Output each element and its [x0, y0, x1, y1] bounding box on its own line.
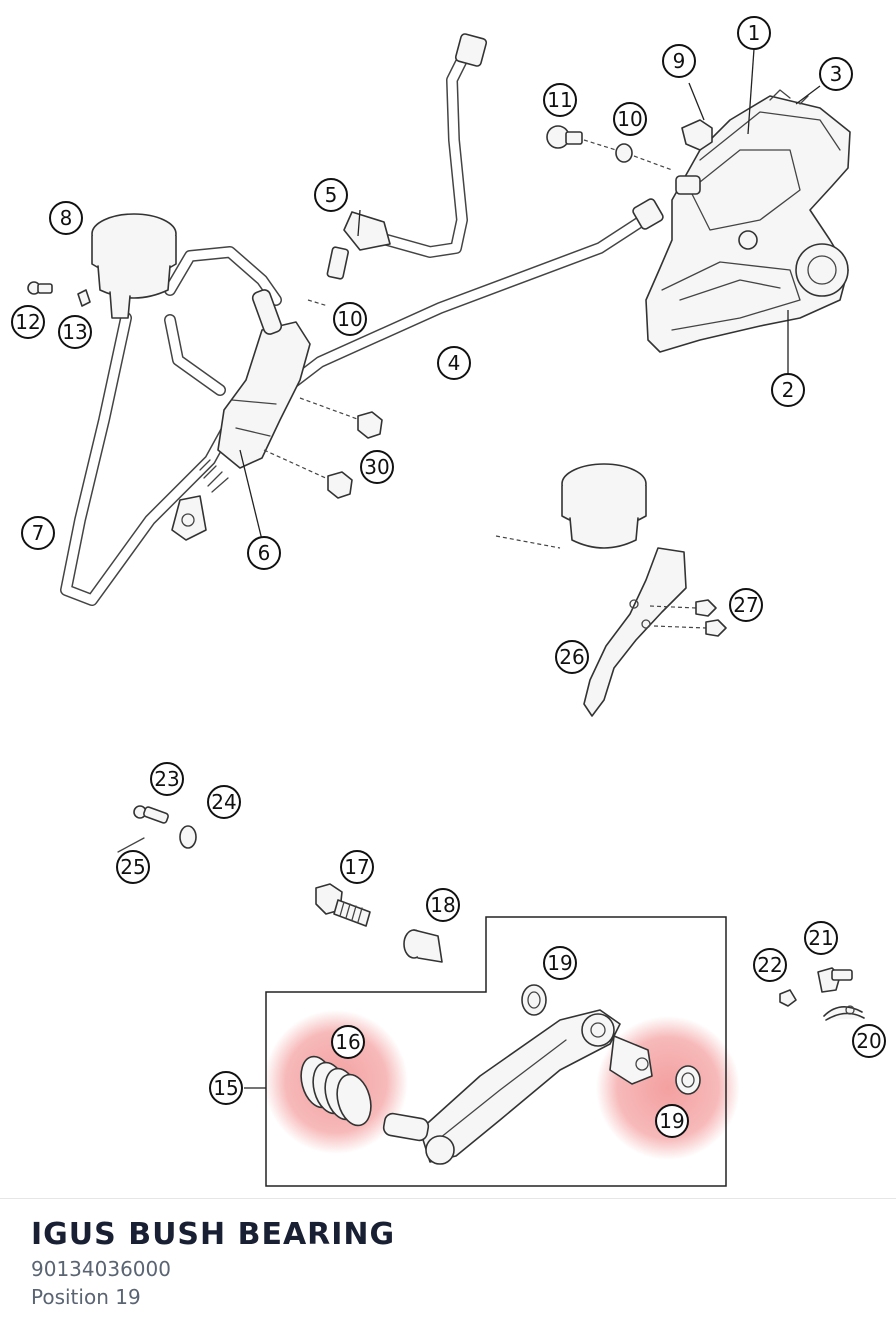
assembly-group-frame: [265, 916, 727, 1187]
svg-text:27: 27: [733, 593, 758, 617]
svg-text:2: 2: [782, 378, 795, 402]
callout-6: 6: [247, 536, 281, 570]
sensor-with-cable: [326, 33, 488, 280]
svg-text:6: 6: [258, 541, 271, 565]
svg-text:9: 9: [673, 49, 686, 73]
callout-9: 9: [662, 44, 696, 78]
callout-24: 24: [207, 785, 241, 819]
callout-23: 23: [150, 762, 184, 796]
callout-21: 21: [804, 921, 838, 955]
svg-text:16: 16: [335, 1030, 360, 1054]
svg-text:10: 10: [617, 107, 642, 131]
callout-26: 26: [555, 640, 589, 674]
svg-text:7: 7: [32, 521, 45, 545]
callout-25: 25: [116, 850, 150, 884]
svg-text:19: 19: [547, 951, 572, 975]
position-label: Position 19: [31, 1285, 141, 1309]
svg-text:25: 25: [120, 855, 145, 879]
callout-5: 5: [314, 178, 348, 212]
bush-bearing-right: [675, 1065, 701, 1095]
svg-text:4: 4: [448, 351, 461, 375]
callout-15: 15: [209, 1071, 243, 1105]
bush-bearing-top: [521, 984, 547, 1016]
mounting-bolts: [263, 299, 383, 499]
brake-line: [280, 198, 664, 394]
svg-text:20: 20: [856, 1029, 881, 1053]
master-cylinder: [171, 289, 311, 541]
svg-text:13: 13: [62, 320, 87, 344]
svg-text:3: 3: [830, 62, 843, 86]
product-info-panel: IGUS BUSH BEARING 90134036000 Position 1…: [0, 1198, 896, 1336]
callout-13: 13: [58, 315, 92, 349]
reservoir-screw: [27, 281, 91, 307]
callout-17: 17: [340, 850, 374, 884]
callout-2: 2: [771, 373, 805, 407]
svg-text:22: 22: [757, 953, 782, 977]
svg-text:19: 19: [659, 1109, 684, 1133]
part-number: 90134036000: [31, 1257, 171, 1281]
svg-text:26: 26: [559, 645, 584, 669]
callout-10: 10: [333, 302, 367, 336]
pivot-bush: [403, 929, 443, 963]
svg-text:12: 12: [15, 310, 40, 334]
svg-text:5: 5: [325, 183, 338, 207]
pivot-bolt: [315, 883, 371, 927]
callout-19: 19: [543, 946, 577, 980]
svg-text:18: 18: [430, 893, 455, 917]
svg-text:15: 15: [213, 1076, 238, 1100]
callout-12: 12: [11, 305, 45, 339]
svg-text:8: 8: [60, 206, 73, 230]
callout-16-highlighted: 16: [331, 1025, 365, 1059]
callout-27: 27: [729, 588, 763, 622]
brake-caliper: [645, 89, 851, 353]
callout-22: 22: [753, 948, 787, 982]
callout-30: 30: [360, 450, 394, 484]
svg-text:24: 24: [211, 790, 236, 814]
svg-text:1: 1: [748, 21, 761, 45]
callout-8: 8: [49, 201, 83, 235]
callout-7: 7: [21, 516, 55, 550]
callout-18: 18: [426, 888, 460, 922]
svg-text:21: 21: [808, 926, 833, 950]
svg-text:30: 30: [364, 455, 389, 479]
brake-pedal-lever: [382, 1009, 653, 1165]
callout-10: 10: [613, 102, 647, 136]
callout-3: 3: [819, 57, 853, 91]
callout-1: 1: [737, 16, 771, 50]
svg-text:10: 10: [337, 307, 362, 331]
svg-text:11: 11: [547, 88, 572, 112]
svg-text:23: 23: [154, 767, 179, 791]
pedal-spring-set: [779, 967, 865, 1021]
exploded-parts-diagram: 1 2 3 4 5 6 7 8 9 10 10 11 12 13 30 27 2…: [11, 16, 886, 1187]
svg-text:17: 17: [344, 855, 369, 879]
reservoir-bracket: [495, 463, 727, 717]
callout-4: 4: [437, 346, 471, 380]
banjo-bolt: [546, 125, 673, 171]
clevis-pin-set: [117, 805, 197, 853]
product-name: IGUS BUSH BEARING: [31, 1217, 396, 1252]
return-spring: [300, 1055, 372, 1127]
callout-20: 20: [852, 1024, 886, 1058]
bleeder-valve: [681, 82, 713, 151]
callout-19-highlighted: 19: [655, 1104, 689, 1138]
callout-11: 11: [543, 83, 577, 117]
